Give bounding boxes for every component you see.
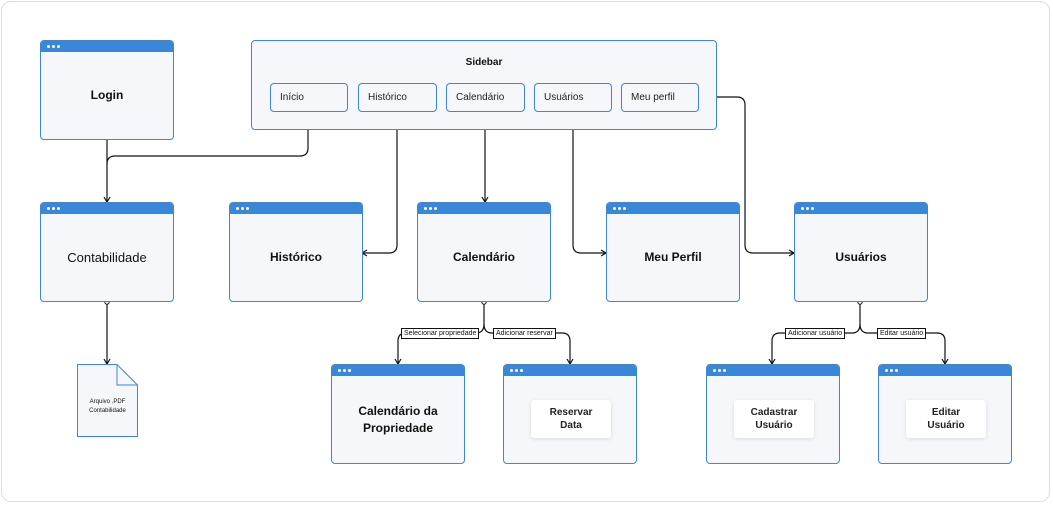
screen-title: Contabilidade (67, 250, 147, 265)
cadastrar-usuario-screen: Cadastrar Usuário (706, 364, 840, 464)
meu-perfil-screen: Meu Perfil (606, 202, 740, 302)
edge-label-adicionar-usuario: Adicionar usuário (785, 328, 846, 339)
window-dots-icon (613, 207, 626, 210)
edge-label-editar-usuario: Editar usuário (877, 328, 927, 339)
window-dots-icon (236, 207, 249, 210)
edge-calendario-branch-2 (483, 323, 574, 366)
cadastrar-usuario-card[interactable]: Cadastrar Usuário (734, 400, 814, 438)
window-titlebar (607, 203, 739, 214)
window-titlebar (707, 365, 839, 376)
editar-usuario-screen: Editar Usuário (878, 364, 1012, 464)
edge-meuperfil-usuarios (698, 96, 796, 257)
window-titlebar (41, 203, 173, 214)
contabilidade-screen: Contabilidade (40, 202, 174, 302)
window-titlebar (795, 203, 927, 214)
sidebar-title: Sidebar (465, 57, 503, 68)
window-dots-icon (424, 207, 437, 210)
sidebar-item-calendario[interactable]: Calendário (446, 83, 525, 112)
window-titlebar (504, 365, 636, 376)
window-dots-icon (47, 207, 60, 210)
window-dots-icon (885, 369, 898, 372)
window-titlebar (879, 365, 1011, 376)
edge-historico (360, 112, 398, 257)
screen-title: Calendário (452, 250, 515, 264)
calendario-screen: Calendário (417, 202, 551, 302)
editar-usuario-card[interactable]: Editar Usuário (906, 400, 986, 438)
usuarios-screen: Usuários (794, 202, 928, 302)
edge-usuarios-branch-2 (859, 323, 949, 366)
login-screen: Login (40, 40, 174, 140)
edge-usuarios-meuperfil (572, 112, 608, 257)
screen-title: Usuários (835, 250, 887, 264)
reservar-data-screen: Reservar Data (503, 364, 637, 464)
window-dots-icon (713, 369, 726, 372)
sidebar-screen: Sidebar Início Histórico Calendário Usuá… (251, 40, 717, 130)
historico-screen: Histórico (229, 202, 363, 302)
sidebar-item-inicio[interactable]: Início (270, 83, 348, 112)
edge-label-selecionar-propriedade: Selecionar propriedade (401, 328, 480, 339)
window-titlebar (418, 203, 550, 214)
pdf-document: Arquivo .PDF Contabilidade (77, 364, 138, 437)
edge-inicio-contabilidade (106, 112, 309, 165)
window-dots-icon (510, 369, 523, 372)
calendario-propriedade-screen: Calendário da Propriedade (331, 364, 465, 464)
document-label: Arquivo .PDF Contabilidade (77, 398, 138, 416)
document-line-2: Contabilidade (89, 408, 126, 414)
screen-title: Calendário da Propriedade (358, 403, 438, 435)
sidebar-item-meu-perfil[interactable]: Meu perfil (621, 83, 699, 112)
window-titlebar (230, 203, 362, 214)
screen-title: Login (90, 88, 124, 102)
document-icon (77, 364, 138, 437)
sidebar-item-historico[interactable]: Histórico (358, 83, 437, 112)
sidebar-item-usuarios[interactable]: Usuários (534, 83, 612, 112)
window-titlebar (332, 365, 464, 376)
reservar-data-card[interactable]: Reservar Data (531, 400, 611, 438)
screen-title: Meu Perfil (644, 250, 702, 264)
window-titlebar (41, 41, 173, 52)
window-dots-icon (801, 207, 814, 210)
window-dots-icon (338, 369, 351, 372)
edge-label-adicionar-reservar: Adicionar reservar (493, 328, 556, 339)
document-line-1: Arquivo .PDF (89, 399, 126, 405)
window-dots-icon (47, 45, 60, 48)
screen-title: Histórico (269, 250, 322, 264)
